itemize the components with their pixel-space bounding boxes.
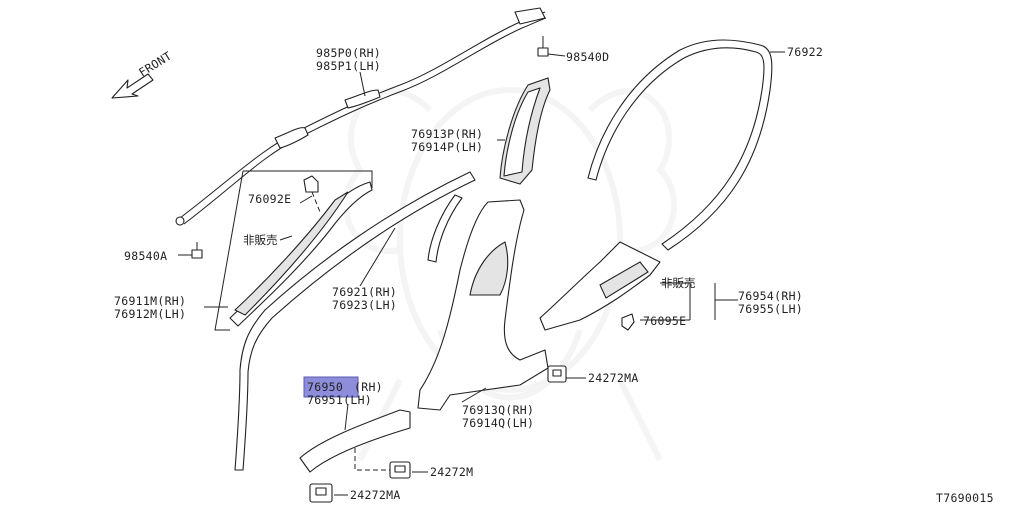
label-76950: 76950 [307,380,343,394]
a-pillar-weatherstrip [234,171,476,471]
label-985p1: 985P1(LH) [316,59,381,73]
weatherstrip-76922 [587,39,785,251]
label-76921: 76921(RH) [332,285,397,299]
leader-lines [178,195,738,496]
label-not-for-sale-right: 非販売 [661,276,696,290]
label-76923: 76923(LH) [332,298,397,312]
label-76913q: 76913Q(RH) [462,403,534,417]
label-76955: 76955(LH) [738,302,803,316]
label-76914p: 76914P(LH) [411,140,483,154]
bolt-98540a-icon [182,242,203,259]
front-label: FRONT [136,49,174,80]
label-76095e: 76095E [643,314,686,328]
drawing-code: T7690015 [936,491,994,505]
clip-24272ma-bottom-icon [309,483,333,503]
clip-24272m-icon [389,461,411,479]
b-pillar-lower-garnish [417,199,549,411]
label-24272ma-right: 24272MA [588,371,639,385]
front-arrow-icon [111,73,154,99]
label-76951: 76951(LH) [307,393,372,407]
kicking-plate-rear [539,241,661,331]
label-24272ma-bottom: 24272MA [350,488,401,502]
label-76954: 76954(RH) [738,289,803,303]
clip-24272ma-right-icon [547,365,567,383]
clip-76095e-icon [621,313,635,331]
label-not-for-sale-left: 非販売 [243,233,278,247]
clip-76092e-icon [303,175,321,213]
label-76912m: 76912M(LH) [114,307,186,321]
label-985p0: 985P0(RH) [316,46,381,60]
a-pillar-garnish [229,181,373,327]
bolt-98540d-icon [537,36,566,57]
a-pillar-callout-frame [214,170,373,331]
label-98540a: 98540A [124,249,167,263]
label-76092e: 76092E [248,192,291,206]
label-76911m: 76911M(RH) [114,294,186,308]
label-24272m: 24272M [430,465,473,479]
roof-airbag-module [175,7,547,226]
b-pillar-upper-garnish [499,77,551,185]
label-98540d: 98540D [566,50,609,64]
kicking-plate-front [299,409,411,473]
part-highlight [303,376,359,398]
label-76922: 76922 [787,45,823,59]
label-76913p: 76913P(RH) [411,127,483,141]
label-76914q: 76914Q(LH) [462,416,534,430]
label-76950-side: (RH) [354,380,383,394]
